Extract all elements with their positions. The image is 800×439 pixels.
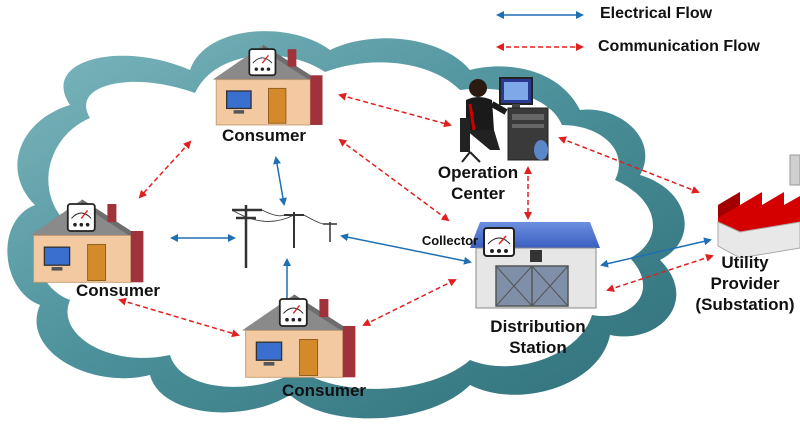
legend <box>496 11 584 51</box>
legend-electrical-label: Electrical Flow <box>600 5 713 22</box>
power-poles-icon <box>231 205 337 268</box>
operation-center-icon <box>460 77 549 163</box>
consumer-top-label: Consumer <box>221 126 307 145</box>
utility-provider-label-line2: Provider <box>710 274 780 293</box>
utility-provider-label-line3: (Substation) <box>695 295 795 314</box>
utility-provider-label-line1: Utility <box>721 253 769 272</box>
distribution-station-label-line2: Station <box>509 338 567 357</box>
consumer-left-label: Consumer <box>75 281 161 300</box>
distribution-station-icon <box>470 222 600 309</box>
operation-center-label-line2: Center <box>451 184 505 203</box>
communication-flows <box>118 92 714 338</box>
collector-label: Collector <box>421 233 479 248</box>
operation-center-label-line1: Operation <box>437 163 519 182</box>
consumer-bottom-label: Consumer <box>281 381 367 400</box>
factory-icon <box>717 154 800 259</box>
legend-communication-label: Communication Flow <box>598 38 760 55</box>
distribution-station-label-line1: Distribution <box>490 317 586 336</box>
